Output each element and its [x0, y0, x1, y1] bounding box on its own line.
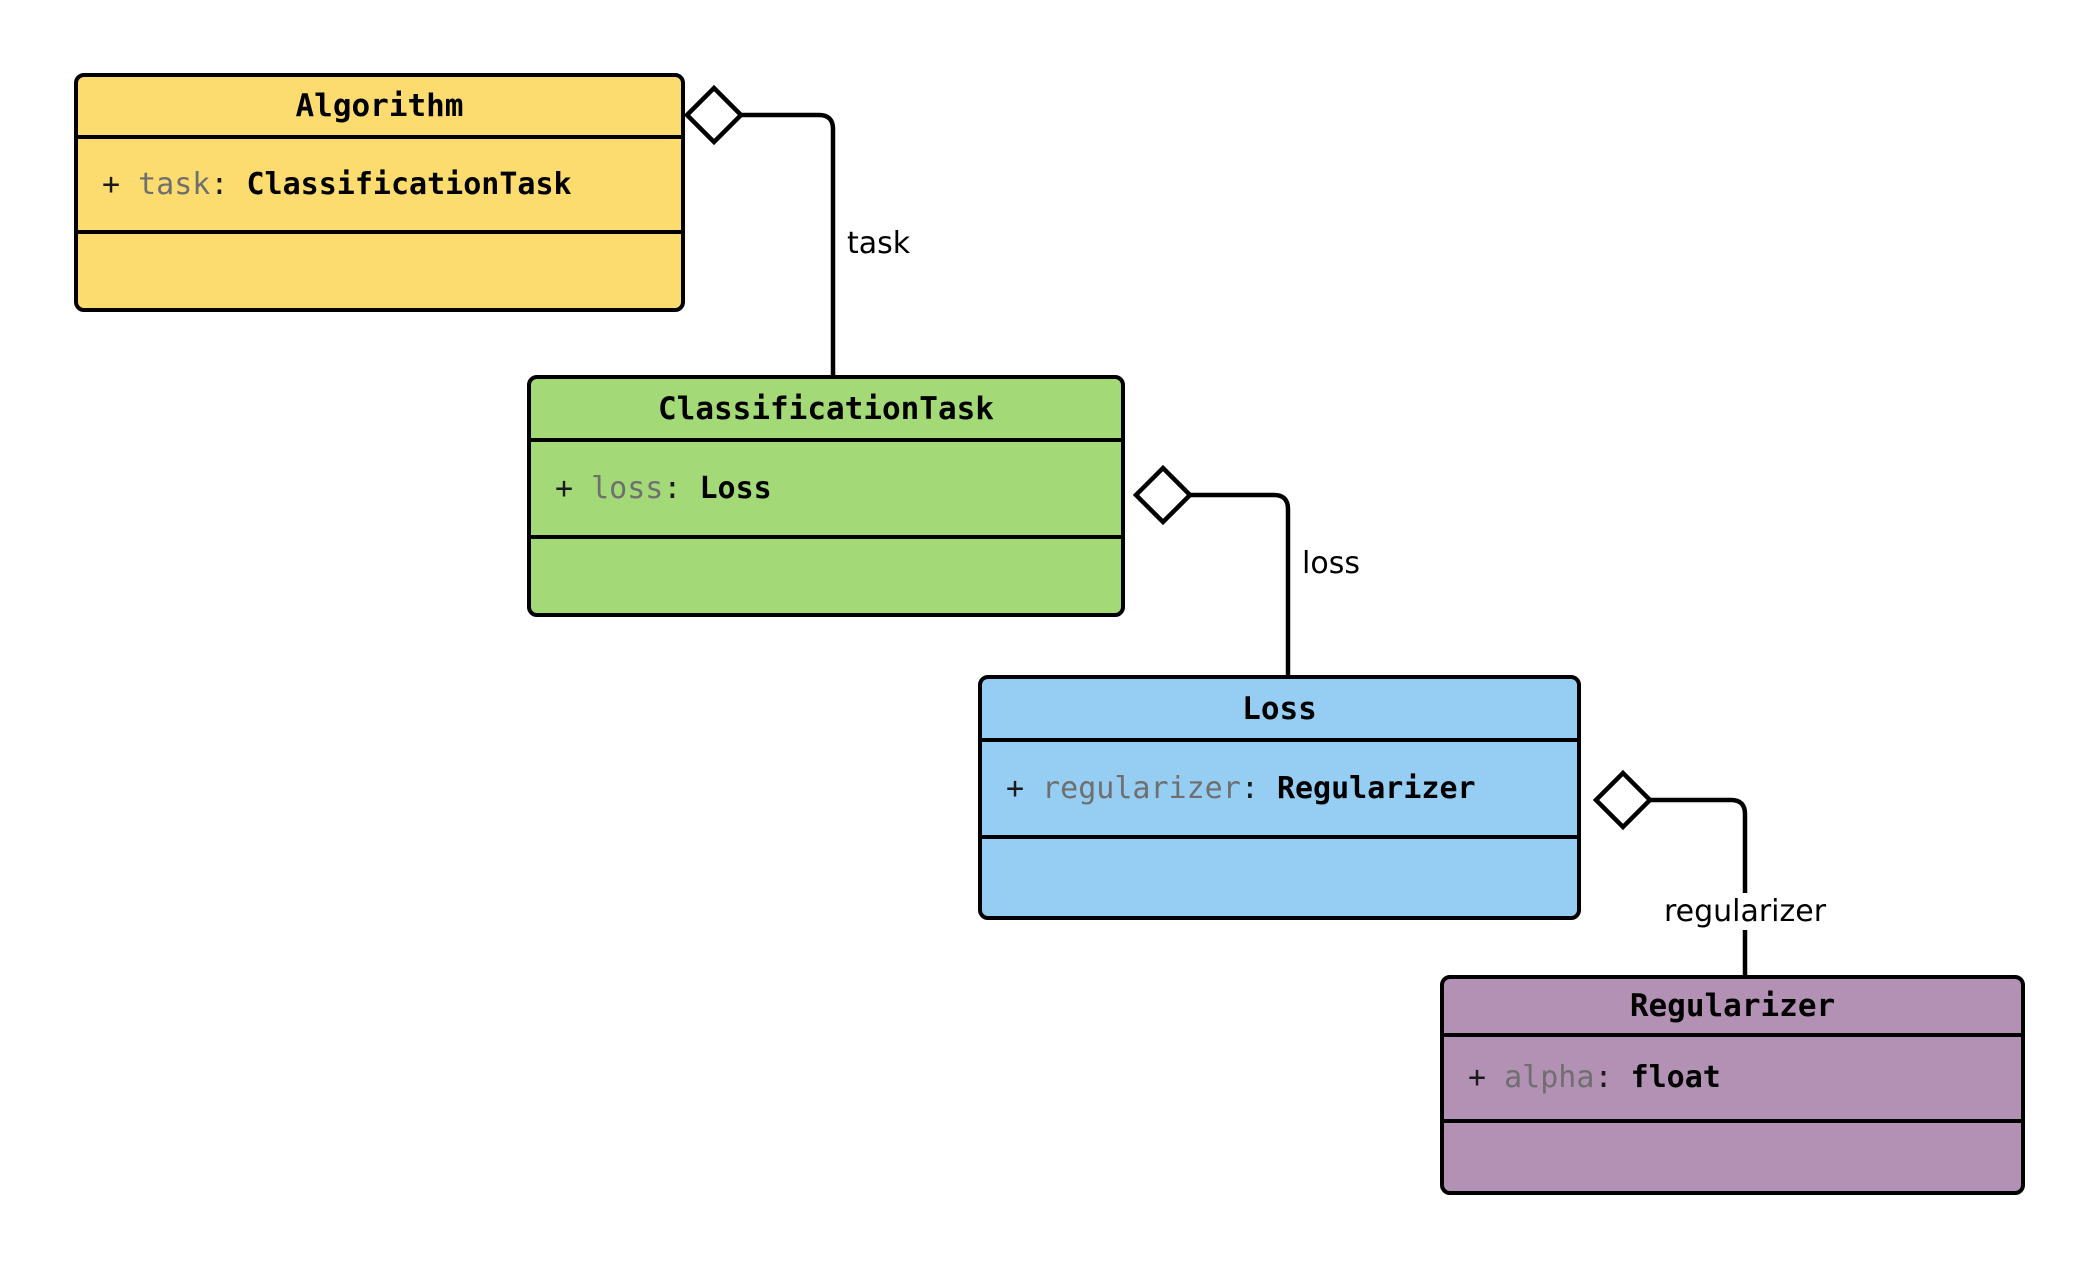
uml-attribute-row: + task: ClassificationTask: [102, 166, 681, 204]
uml-class-title-loss: Loss: [982, 679, 1577, 742]
attribute-visibility: +: [102, 166, 121, 202]
attribute-separator: :: [210, 166, 229, 202]
relationship-label-loss-regularizer: regularizer: [1656, 893, 1834, 930]
uml-class-loss[interactable]: Loss + regularizer: Regularizer: [978, 675, 1581, 920]
uml-class-algorithm[interactable]: Algorithm + task: ClassificationTask: [74, 73, 685, 312]
uml-methods-compartment-algorithm: [78, 234, 681, 308]
uml-methods-compartment-loss: [982, 839, 1577, 916]
attribute-visibility: +: [555, 470, 574, 506]
uml-attributes-compartment-classification-task: + loss: Loss: [531, 442, 1121, 539]
uml-attribute-row: + alpha: float: [1468, 1059, 2021, 1097]
relationship-line-classificationtask-loss: [1190, 492, 1291, 675]
uml-class-name: Loss: [1242, 690, 1317, 727]
attribute-name: alpha: [1504, 1060, 1595, 1096]
uml-class-name: Regularizer: [1629, 988, 1836, 1024]
relationship-line-algorithm-task: [741, 112, 836, 375]
attribute-separator: :: [1594, 1060, 1613, 1096]
relationship-loss-regularizer[interactable]: [1592, 769, 1748, 975]
relationship-algorithm-task[interactable]: [683, 84, 836, 375]
relationship-line-loss-regularizer: [1650, 797, 1748, 975]
uml-attributes-compartment-loss: + regularizer: Regularizer: [982, 742, 1577, 839]
uml-attributes-compartment-regularizer: + alpha: float: [1444, 1037, 2021, 1123]
attribute-name: loss: [591, 470, 664, 506]
attribute-type: Loss: [699, 470, 772, 506]
uml-class-title-regularizer: Regularizer: [1444, 979, 2021, 1037]
uml-methods-compartment-classification-task: [531, 539, 1121, 613]
uml-attributes-compartment-algorithm: + task: ClassificationTask: [78, 139, 681, 234]
attribute-type: Regularizer: [1276, 770, 1476, 806]
uml-class-classification-task[interactable]: ClassificationTask + loss: Loss: [527, 375, 1125, 617]
uml-class-name: Algorithm: [295, 88, 464, 124]
attribute-visibility: +: [1006, 770, 1025, 806]
uml-methods-compartment-regularizer: [1444, 1123, 2021, 1191]
aggregation-diamond-algorithm-task: [683, 84, 745, 146]
attribute-type: float: [1630, 1060, 1721, 1096]
uml-attribute-row: + regularizer: Regularizer: [1006, 770, 1577, 808]
uml-class-name: ClassificationTask: [658, 390, 994, 427]
uml-attribute-row: + loss: Loss: [555, 470, 1121, 508]
attribute-type: ClassificationTask: [246, 166, 572, 202]
attribute-separator: :: [1240, 770, 1259, 806]
attribute-visibility: +: [1468, 1060, 1487, 1096]
aggregation-diamond-loss-regularizer: [1592, 769, 1654, 831]
relationship-label-algorithm-task: task: [840, 225, 918, 262]
relationship-classificationtask-loss[interactable]: [1132, 464, 1291, 675]
relationship-label-classificationtask-loss: loss: [1295, 545, 1367, 582]
uml-class-title-classification-task: ClassificationTask: [531, 379, 1121, 442]
uml-class-title-algorithm: Algorithm: [78, 77, 681, 139]
uml-class-regularizer[interactable]: Regularizer + alpha: float: [1440, 975, 2025, 1195]
aggregation-diamond-classificationtask-loss: [1132, 464, 1194, 526]
attribute-name: regularizer: [1042, 770, 1241, 806]
attribute-separator: :: [663, 470, 682, 506]
attribute-name: task: [138, 166, 211, 202]
